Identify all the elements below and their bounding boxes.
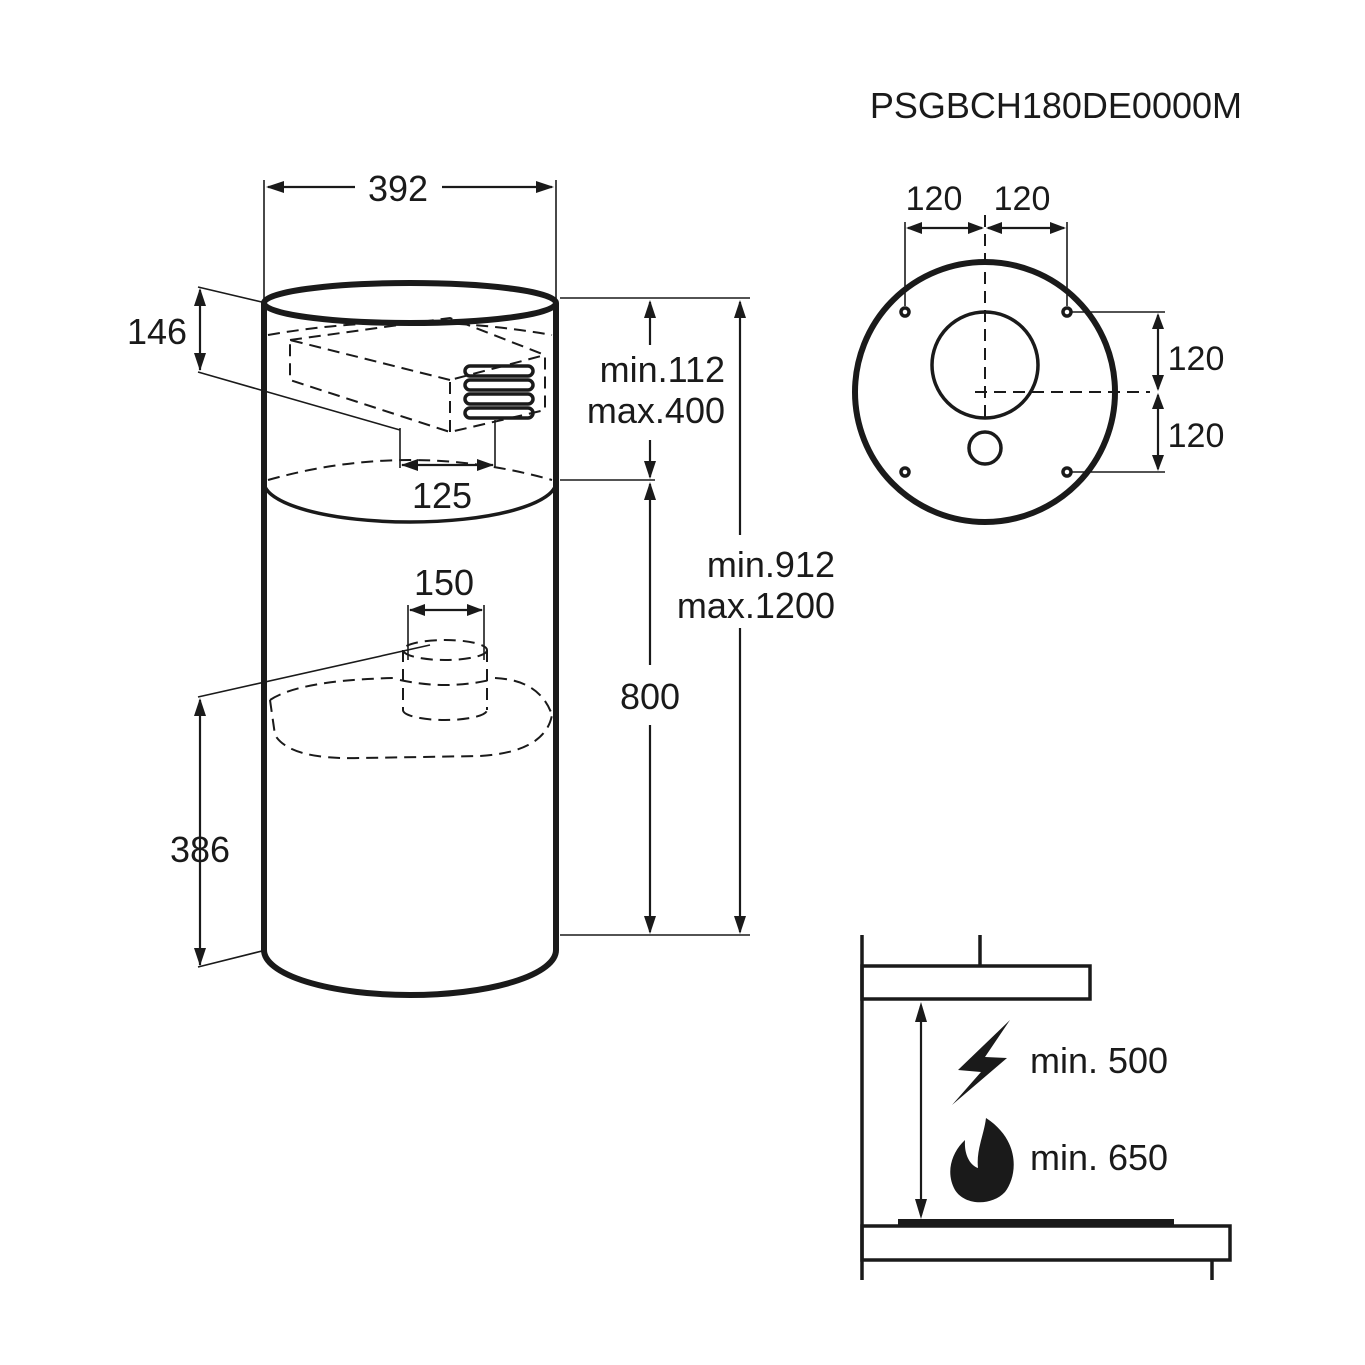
dimension-total-min: min.912 bbox=[707, 544, 835, 585]
top-view-right-120: 120 bbox=[994, 180, 1051, 218]
model-code: PSGBCH180DE0000M bbox=[870, 85, 1242, 126]
lightning-bolt-icon bbox=[952, 1020, 1010, 1105]
top-view-upper-120: 120 bbox=[1168, 340, 1225, 378]
dimension-outlet-125: 125 bbox=[412, 475, 472, 516]
hidden-internal-parts bbox=[267, 316, 553, 760]
dimension-height-146: 146 bbox=[127, 311, 187, 352]
top-view-left-120: 120 bbox=[906, 180, 963, 218]
top-view-plate bbox=[852, 215, 1150, 525]
dimension-chimney-min: min.112 bbox=[600, 349, 725, 390]
top-view-dimension-lines bbox=[904, 222, 1165, 473]
clearance-electric-label: min. 500 bbox=[1030, 1040, 1168, 1081]
dimension-body-800: 800 bbox=[620, 676, 680, 717]
dimension-outlet-150: 150 bbox=[414, 562, 474, 603]
dimension-width-392: 392 bbox=[368, 168, 428, 209]
clearance-gas-label: min. 650 bbox=[1030, 1137, 1168, 1178]
dimension-height-386: 386 bbox=[170, 829, 230, 870]
dimension-lines bbox=[194, 180, 750, 968]
clearance-diagram bbox=[860, 935, 1232, 1280]
dimension-chimney-max: max.400 bbox=[587, 390, 725, 431]
dimension-total-max: max.1200 bbox=[677, 585, 835, 626]
flame-icon bbox=[950, 1118, 1014, 1203]
top-view-lower-120: 120 bbox=[1168, 417, 1225, 455]
